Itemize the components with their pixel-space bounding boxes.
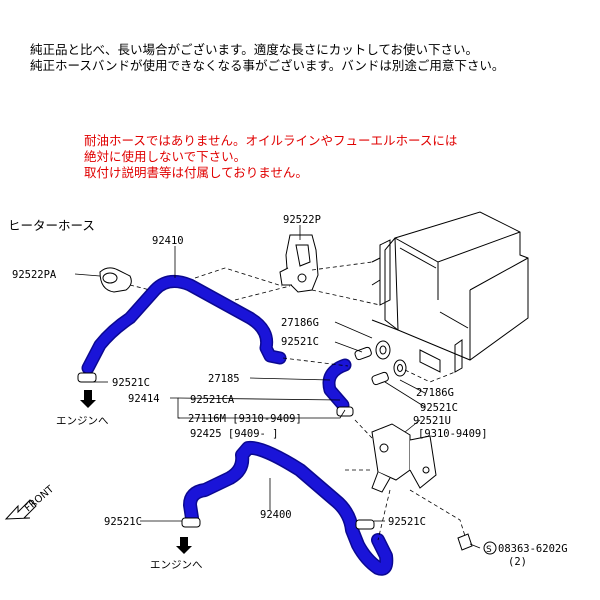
label-92410: 92410	[152, 235, 184, 247]
label-92521C-c: 92521C	[420, 402, 458, 414]
label-92522P: 92522P	[283, 214, 321, 226]
label-engine-1: エンジンへ	[56, 415, 109, 427]
label-92521U: 92521U	[413, 415, 451, 427]
label-92400: 92400	[260, 509, 292, 521]
dashed-routing	[129, 261, 466, 541]
label-92425: 92425 [9409- ]	[190, 428, 279, 440]
note-line-1: 純正品と比べ、長い場合がございます。適度な長さにカットしてお使い下さい。	[30, 42, 479, 57]
label-27116M: 27116M [9310-9409]	[188, 413, 302, 425]
hose-92400	[183, 440, 394, 576]
warning-line-3: 取付け説明書等は付属しておりません。	[84, 165, 308, 180]
label-92521CA: 92521CA	[190, 394, 235, 406]
screw-symbol-icon: S	[483, 541, 497, 555]
label-92522PA: 92522PA	[12, 269, 57, 281]
fitting-27186G	[375, 340, 407, 377]
section-title: ヒーターホース	[8, 218, 95, 233]
screw-symbol-letter: S	[486, 545, 492, 555]
hose-27185	[322, 358, 352, 412]
label-92521U-range: [9310-9409]	[418, 428, 488, 440]
warning-line-1: 耐油ホースではありません。オイルラインやフューエルホースには	[84, 133, 458, 148]
label-92521C-a: 92521C	[281, 336, 319, 348]
label-engine-2: エンジンへ	[150, 559, 203, 571]
label-08363: 08363-6202G	[498, 543, 568, 555]
heater-unit-drawing	[371, 211, 529, 373]
label-92521C-e: 92521C	[388, 516, 426, 528]
part-labels: 92410 92522P 92522PA 27186G 92521C 92521…	[12, 214, 568, 571]
valve-92521U	[371, 423, 437, 493]
label-92414: 92414	[128, 393, 160, 405]
clip-92522PA	[99, 267, 132, 293]
warning-line-2: 絶対に使用しないで下さい。	[84, 149, 247, 164]
label-27185: 27185	[208, 373, 240, 385]
front-arrow: FRONT	[4, 483, 57, 520]
label-27186G-top: 27186G	[281, 317, 319, 329]
note-line-2: 純正ホースバンドが使用できなくなる事がございます。バンドは別途ご用意下さい。	[30, 58, 505, 73]
leader-lines	[74, 225, 481, 549]
label-92521C-b: 92521C	[112, 377, 150, 389]
label-27186G-right: 27186G	[416, 387, 454, 399]
hose-92410	[81, 274, 287, 375]
label-08363-qty: (2)	[508, 556, 527, 568]
front-label: FRONT	[23, 483, 57, 514]
hose-clamps	[77, 346, 473, 551]
engine-arrows	[80, 390, 192, 554]
bracket-92522P	[279, 234, 319, 293]
label-92521C-d: 92521C	[104, 516, 142, 528]
